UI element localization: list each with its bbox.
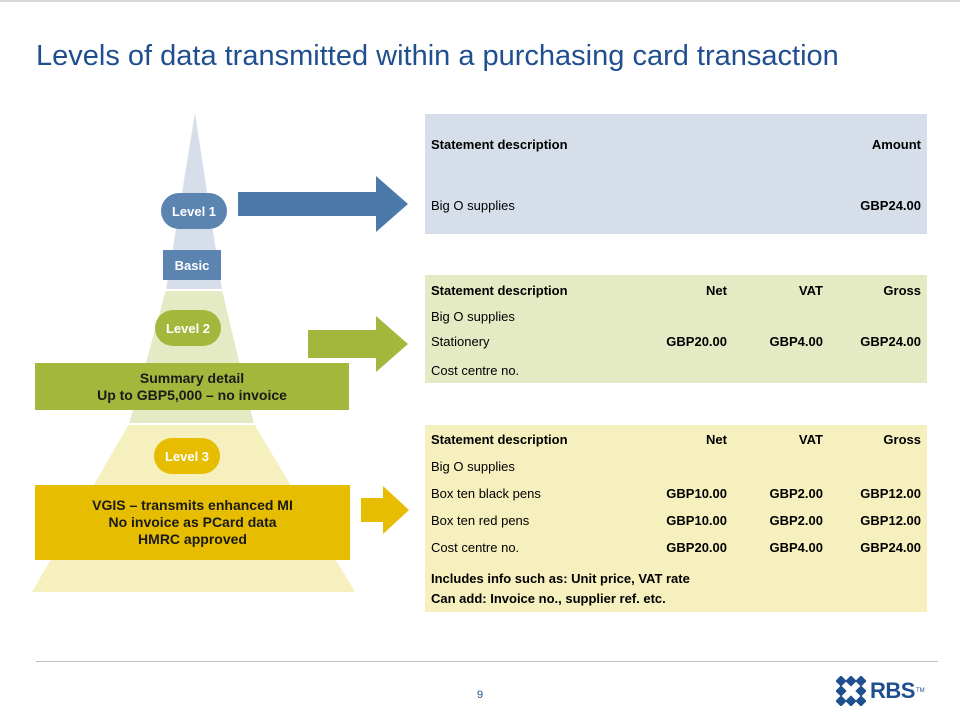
panel3-row3-vat: GBP2.00 [769, 513, 823, 528]
level2-arrow-icon [308, 316, 408, 372]
panel2-header-vat: VAT [798, 283, 823, 298]
table-row: Box ten red pens GBP10.00 GBP2.00 GBP12.… [425, 509, 927, 533]
table-row: Box ten black pens GBP10.00 GBP2.00 GBP1… [425, 482, 927, 506]
slide-title: Levels of data transmitted within a purc… [36, 40, 839, 72]
table-row: Big O supplies [425, 455, 927, 479]
table-row: Big O supplies GBP24.00 [425, 194, 927, 218]
panel2-header-gross: Gross [883, 283, 921, 298]
panel2-header-net: Net [706, 283, 727, 298]
panel3-note-line1-row: Includes info such as: Unit price, VAT r… [425, 567, 927, 591]
panel2-row2-net: GBP20.00 [666, 334, 727, 349]
panel3-header-net: Net [706, 432, 727, 447]
panel3-note-line2: Can add: Invoice no., supplier ref. etc. [431, 591, 666, 606]
panel2-row3-description: Cost centre no. [431, 363, 520, 378]
level2-banner-line2: Up to GBP5,000 – no invoice [97, 386, 287, 403]
panel3-note-line1: Includes info such as: Unit price, VAT r… [431, 571, 690, 586]
panel2-row1-description: Big O supplies [431, 309, 515, 324]
panel3-header-description: Statement description [431, 432, 568, 447]
table-row: Cost centre no. [425, 359, 927, 383]
level2-pill: Level 2 [155, 310, 221, 346]
panel1-header-row: Statement description Amount [425, 133, 927, 157]
level1-statement-panel: Statement description Amount Big O suppl… [425, 114, 927, 234]
level3-arrow-icon [361, 486, 409, 534]
panel3-note-line2-row: Can add: Invoice no., supplier ref. etc. [425, 587, 927, 611]
level3-pill: Level 3 [154, 438, 220, 474]
top-rule [0, 0, 960, 2]
logo-text: RBS [870, 678, 915, 703]
panel3-row3-net: GBP10.00 [666, 513, 727, 528]
panel1-row-amount: GBP24.00 [860, 198, 921, 213]
panel3-header-gross: Gross [883, 432, 921, 447]
panel2-row2-vat: GBP4.00 [769, 334, 823, 349]
panel1-row-description: Big O supplies [431, 198, 515, 213]
panel2-header-row: Statement description Net VAT Gross [425, 279, 927, 303]
logo-trademark: TM [915, 688, 925, 694]
panel3-row1-description: Big O supplies [431, 459, 515, 474]
table-row: Big O supplies [425, 305, 927, 329]
table-row: Cost centre no. GBP20.00 GBP4.00 GBP24.0… [425, 536, 927, 560]
panel2-row2-gross: GBP24.00 [860, 334, 921, 349]
panel1-header-amount: Amount [871, 137, 921, 152]
level2-banner-line1: Summary detail [139, 369, 245, 386]
panel1-header-description: Statement description [431, 137, 568, 152]
page-number: 9 [476, 689, 484, 701]
level3-banner-line2: No invoice as PCard data [108, 514, 277, 530]
panel3-row3-description: Box ten red pens [431, 513, 530, 528]
panel3-row2-net: GBP10.00 [666, 486, 727, 501]
level3-statement-panel: Statement description Net VAT Gross Big … [425, 425, 927, 612]
rbs-logo: RBS TM [836, 676, 925, 706]
panel2-row2-description: Stationery [431, 334, 490, 349]
level2-statement-panel: Statement description Net VAT Gross Big … [425, 275, 927, 383]
panel3-row3-gross: GBP12.00 [860, 513, 921, 528]
level3-banner: VGIS – transmits enhanced MI No invoice … [35, 485, 350, 560]
panel3-header-row: Statement description Net VAT Gross [425, 428, 927, 452]
panel3-row2-description: Box ten black pens [431, 486, 541, 501]
panel3-row2-vat: GBP2.00 [769, 486, 823, 501]
bottom-rule [36, 661, 938, 662]
level2-banner: Summary detail Up to GBP5,000 – no invoi… [35, 363, 349, 410]
panel3-row2-gross: GBP12.00 [860, 486, 921, 501]
panel3-row4-net: GBP20.00 [666, 540, 727, 555]
panel3-row4-description: Cost centre no. [431, 540, 520, 555]
panel3-header-vat: VAT [798, 432, 823, 447]
panel2-header-description: Statement description [431, 283, 568, 298]
level1-arrow-icon [238, 176, 408, 232]
panel3-row4-vat: GBP4.00 [769, 540, 823, 555]
level1-pill: Level 1 [161, 193, 227, 229]
level3-banner-line1: VGIS – transmits enhanced MI [92, 497, 293, 513]
daisy-wheel-icon [836, 676, 866, 706]
panel3-row4-gross: GBP24.00 [860, 540, 921, 555]
basic-tag: Basic [163, 250, 221, 280]
table-row: Stationery GBP20.00 GBP4.00 GBP24.00 [425, 330, 927, 354]
level3-banner-line3: HMRC approved [138, 531, 247, 547]
